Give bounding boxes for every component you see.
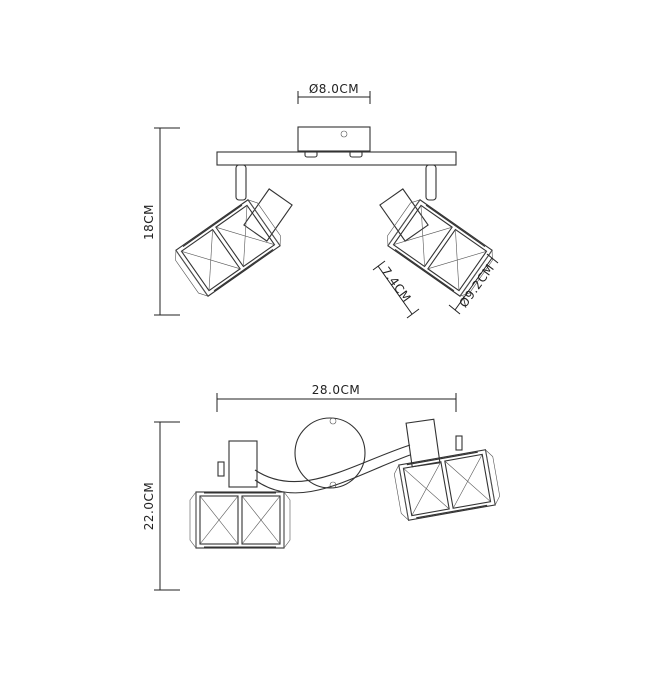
curved-bar (254, 444, 411, 483)
left-arm (235, 164, 247, 201)
left-socket (228, 440, 258, 488)
round-canopy (294, 417, 366, 489)
depth-label: 22.0CM (142, 482, 156, 530)
shade-length-label: 7.4CM (379, 264, 414, 305)
left-shade (170, 195, 286, 301)
canopy-diameter-label: Ø8.0CM (309, 82, 359, 96)
depth-dimension: 22.0CM (142, 421, 180, 591)
width-label: 28.0CM (312, 383, 360, 397)
right-arm (425, 164, 437, 201)
shade-length-dimension: 7.4CM (372, 260, 420, 319)
top-view: 28.0CM 22.0CM (142, 383, 502, 591)
height-dimension: 18CM (142, 127, 180, 316)
right-shade-top (392, 448, 502, 522)
front-view: Ø8.0CM 18CM 7.4CM Ø9.2CM (142, 82, 499, 319)
canopy-diameter-dimension: Ø8.0CM (297, 82, 371, 104)
height-label: 18CM (142, 204, 156, 240)
canopy (297, 126, 371, 152)
width-dimension: 28.0CM (216, 383, 457, 412)
mounting-bar (216, 151, 457, 166)
left-shade-top (189, 491, 291, 549)
